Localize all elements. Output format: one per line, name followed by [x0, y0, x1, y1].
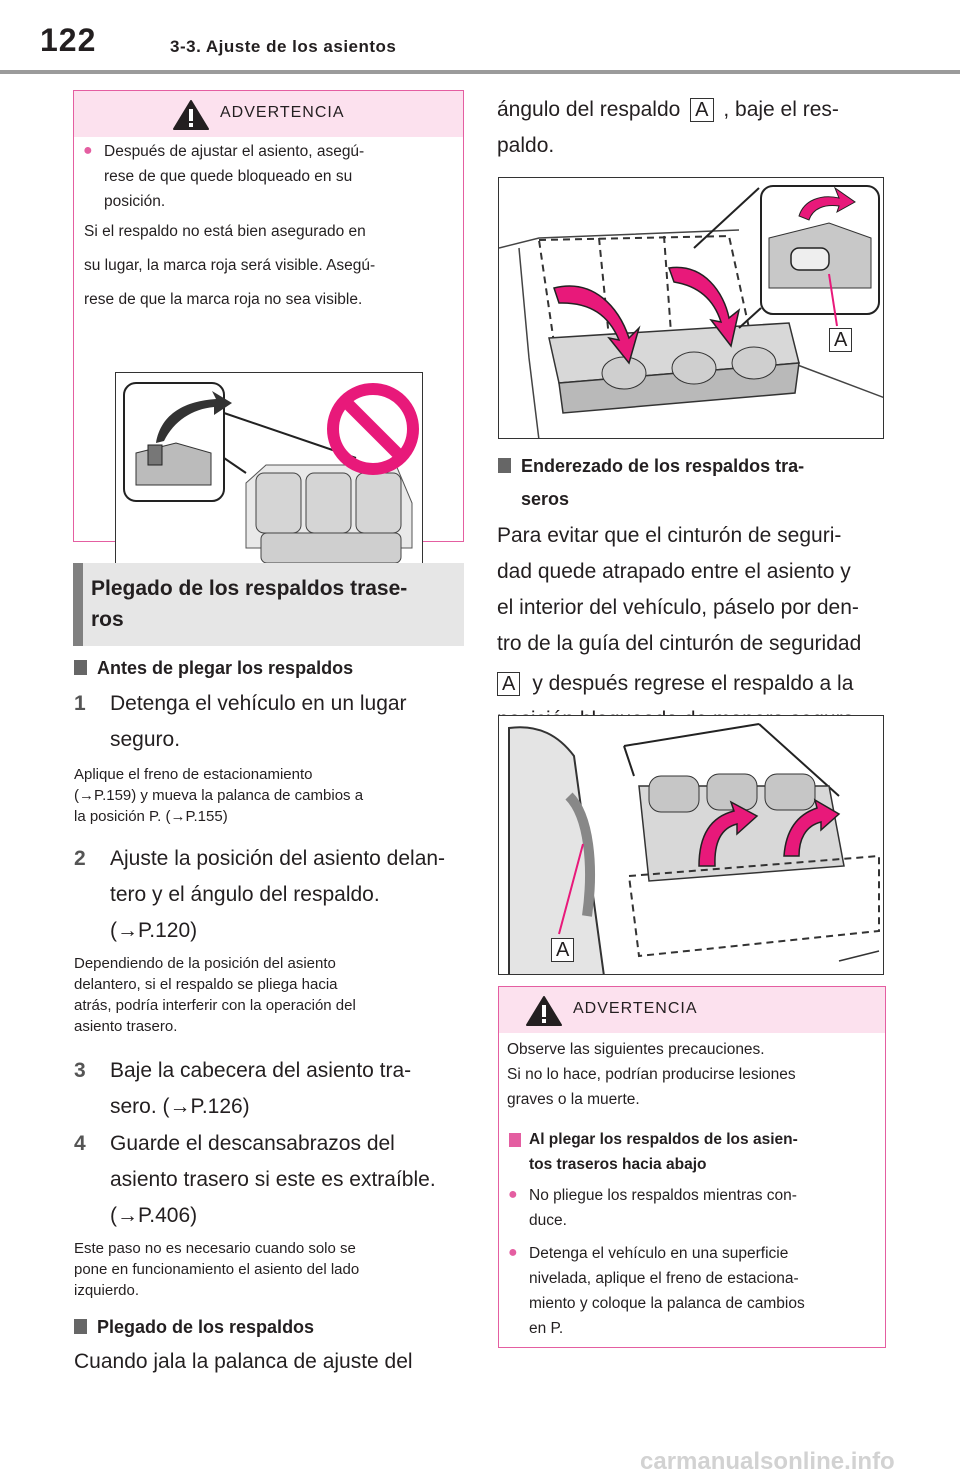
warning-subheading: Al plegar los respaldos de los asien- to…: [529, 1131, 798, 1173]
warning-title: ADVERTENCIA: [220, 104, 345, 121]
folding-illustration: A: [498, 177, 884, 439]
warning-bullet-text: Después de ajustar el asiento, asegú- re…: [104, 143, 365, 210]
note-1: Aplique el freno de estacionamiento(→P.1…: [74, 766, 364, 825]
note-3: Este paso no es necesario cuando solo se…: [74, 1240, 360, 1299]
bullet-icon: ●: [83, 142, 93, 159]
square-bullet-icon: [498, 458, 511, 473]
label-a: A: [497, 672, 521, 696]
warning-box-2: ADVERTENCIA Observe las siguientes preca…: [498, 986, 886, 1348]
square-bullet-icon: [509, 1133, 521, 1147]
upright-paragraph: Para evitar que el cinturón de seguri- d…: [497, 524, 862, 731]
subheading-upright: Enderezado de los respaldos tra- seros: [498, 450, 804, 516]
warning-paragraph: Si el respaldo no está bien asegurado en…: [84, 223, 376, 308]
warning-triangle-icon: [173, 100, 209, 130]
warning-bullet-2: Detenga el vehículo en una superficie ni…: [529, 1245, 805, 1337]
section-heading: Plegado de los respaldos trase- ros: [73, 563, 464, 646]
header-rule: [0, 70, 960, 74]
warning-bullet-1: No pliegue los respaldos mientras con- d…: [529, 1187, 797, 1229]
label-a: A: [829, 328, 853, 352]
square-bullet-icon: [74, 660, 87, 675]
warning-header: ADVERTENCIA: [499, 987, 885, 1034]
label-a: A: [551, 938, 575, 962]
warning-triangle-icon: [526, 996, 562, 1026]
step-3: 3 Baje la cabecera del asiento tra-sero.…: [74, 1059, 412, 1118]
warning-box-1: ADVERTENCIA ● Después de ajustar el asie…: [73, 90, 464, 576]
page-number: 122: [40, 22, 97, 58]
warning-body: ● Después de ajustar el asiento, asegú- …: [74, 137, 463, 576]
square-bullet-icon: [74, 1319, 87, 1334]
warning-body: Observe las siguientes precauciones. Si …: [499, 1033, 885, 1347]
fold-text-left: Cuando jala la palanca de ajuste del: [74, 1350, 413, 1373]
watermark: carmanualsonline.info: [640, 1448, 895, 1475]
bullet-icon: ●: [508, 1186, 518, 1203]
warning-intro: Observe las siguientes precauciones. Si …: [507, 1041, 796, 1108]
section-title: 3-3. Ajuste de los asientos: [170, 37, 397, 56]
subheading-before-folding: Antes de plegar los respaldos: [74, 658, 353, 679]
step-2: 2 Ajuste la posición del asiento delan-t…: [74, 847, 446, 942]
warning-title: ADVERTENCIA: [573, 1000, 698, 1017]
bullet-icon: ●: [508, 1244, 518, 1261]
upright-illustration: A: [498, 715, 884, 975]
warning-illustration: [115, 372, 423, 576]
subheading-folding: Plegado de los respaldos: [74, 1317, 314, 1338]
fold-text-right: ángulo del respaldo A , baje el res- pal…: [497, 98, 839, 157]
label-a: A: [690, 98, 714, 122]
section-heading-bar: [73, 563, 83, 646]
warning-header: ADVERTENCIA: [74, 91, 463, 138]
